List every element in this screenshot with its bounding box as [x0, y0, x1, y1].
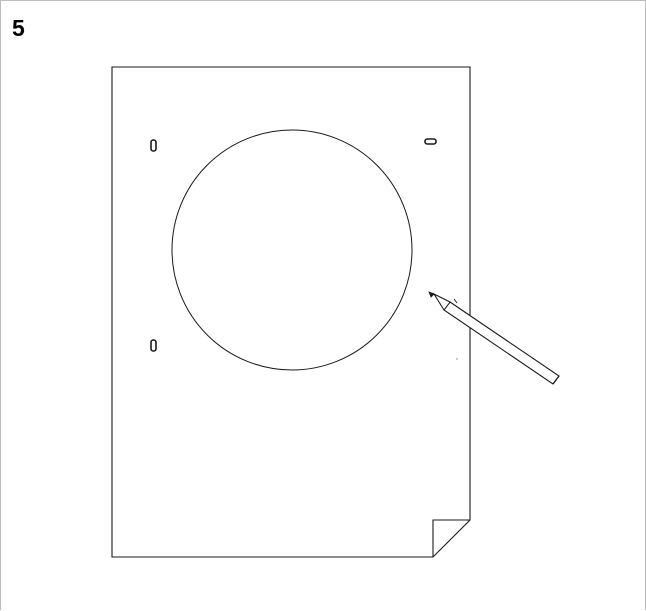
stray-dot	[456, 358, 458, 360]
step-number: 5	[12, 15, 25, 41]
hole-mark-top-left	[150, 139, 157, 152]
hole-mark-top-right	[424, 138, 437, 145]
traced-circle	[171, 129, 413, 371]
paper-sheet	[111, 66, 471, 558]
pencil-icon	[428, 291, 560, 385]
folded-corner	[432, 519, 470, 557]
hole-mark-bottom-left	[150, 339, 157, 352]
